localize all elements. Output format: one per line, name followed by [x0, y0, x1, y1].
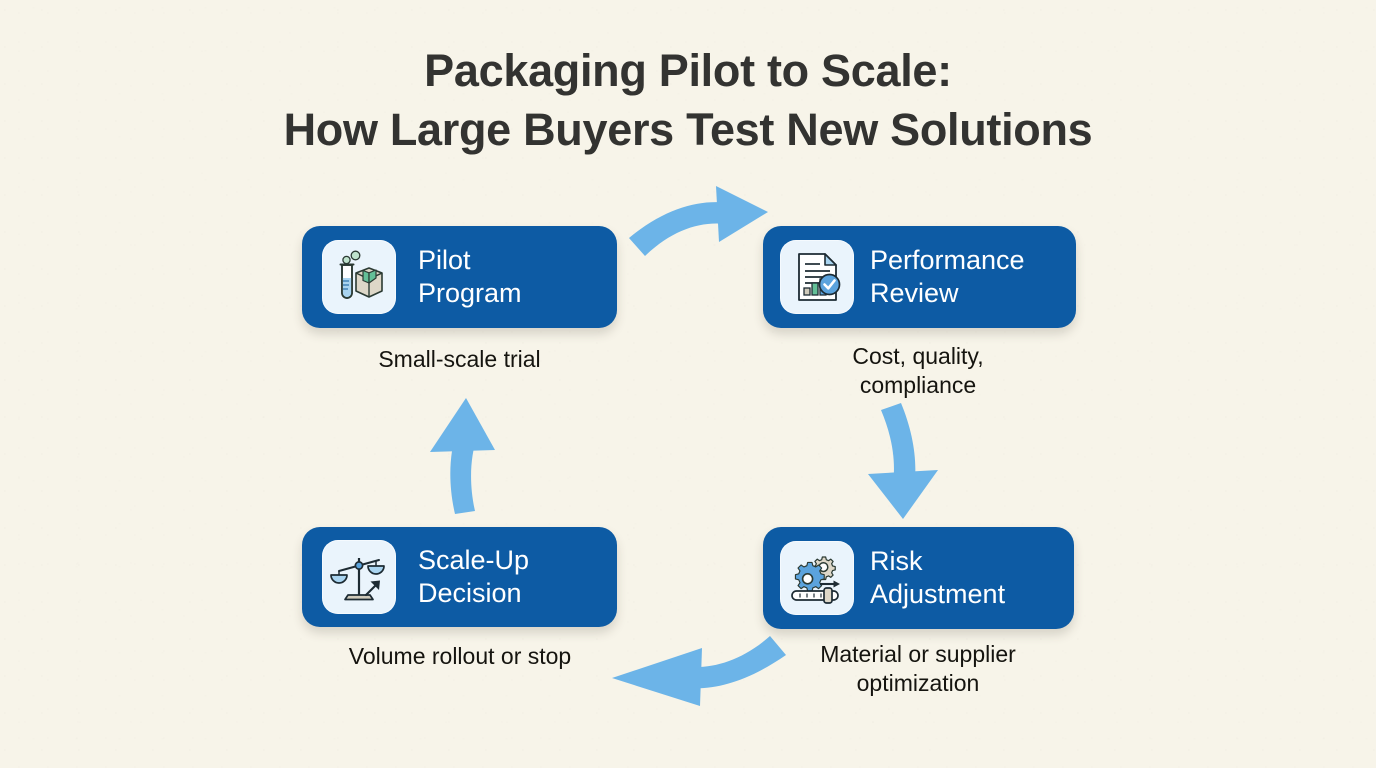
document-chart-check-icon: [780, 240, 854, 314]
arrow-scale-to-pilot: [430, 398, 495, 514]
node-performance-review[interactable]: Performance Review: [763, 226, 1076, 328]
page-title-line-2: How Large Buyers Test New Solutions: [283, 103, 1093, 155]
node-label: Scale-Up Decision: [418, 544, 530, 608]
caption-risk-adjustment: Material or supplier optimization: [820, 641, 1016, 696]
page-title: Packaging Pilot to Scale: How Large Buye…: [0, 42, 1376, 160]
node-risk-adjustment[interactable]: Risk Adjustment: [763, 527, 1074, 629]
arrow-performance-to-risk: [868, 403, 938, 519]
node-label: Pilot Program: [418, 244, 522, 308]
caption-pilot-program: Small-scale trial: [378, 346, 541, 372]
node-scale-up-decision[interactable]: Scale-Up Decision: [302, 527, 617, 627]
gears-slider-icon: [780, 541, 854, 615]
node-pilot-program[interactable]: Pilot Program: [302, 226, 617, 328]
caption-scale-up-decision: Volume rollout or stop: [348, 643, 572, 669]
page-title-line-1: Packaging Pilot to Scale:: [424, 45, 952, 96]
balance-scale-arrow-icon: [322, 540, 396, 614]
node-label: Risk Adjustment: [870, 545, 1006, 609]
test-tube-and-box-icon: [322, 240, 396, 314]
caption-performance-review: Cost, quality, compliance: [852, 343, 984, 398]
arrow-pilot-to-performance: [629, 186, 768, 256]
node-label: Performance Review: [870, 244, 1025, 308]
